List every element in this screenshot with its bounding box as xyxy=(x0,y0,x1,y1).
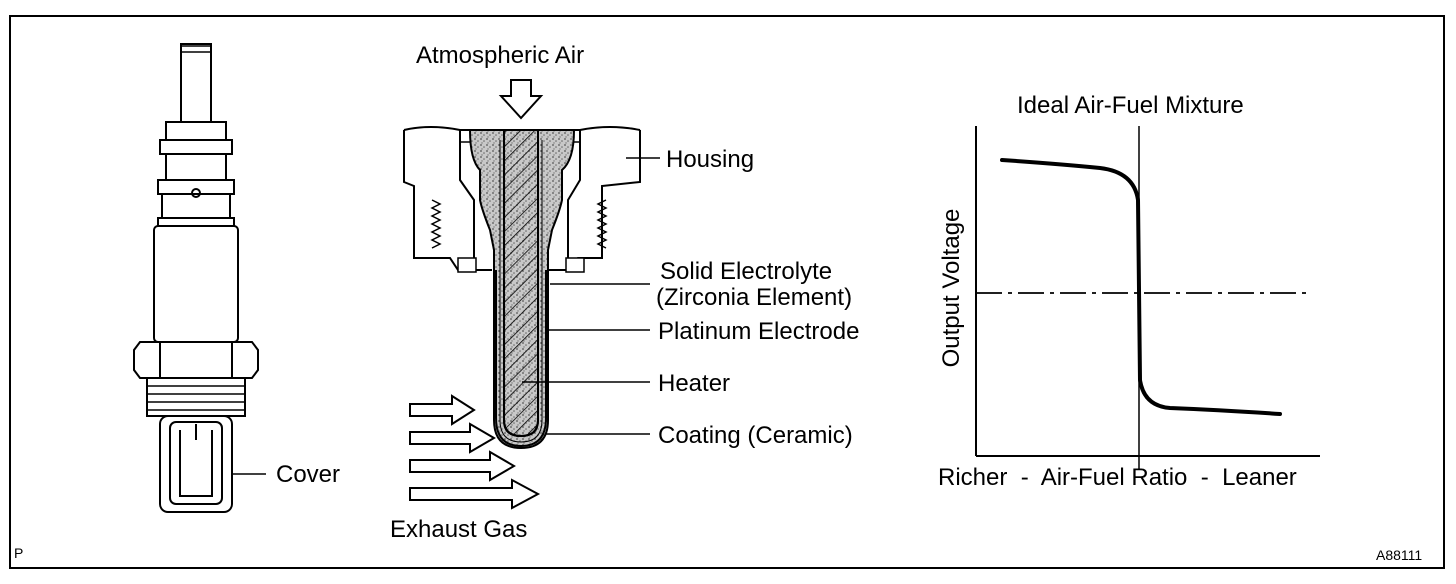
arrow-down-icon xyxy=(498,79,544,120)
zirconia-element-label: (Zirconia Element) xyxy=(656,284,853,311)
exhaust-gas-label: Exhaust Gas xyxy=(390,516,528,543)
cover-label: Cover xyxy=(276,461,341,488)
solid-electrolyte-label: Solid Electrolyte xyxy=(660,258,833,285)
atmospheric-air-label: Atmospheric Air xyxy=(416,42,585,69)
sensor-body xyxy=(133,43,259,513)
coating-label: Coating (Ceramic) xyxy=(658,422,853,449)
graph xyxy=(975,126,1320,470)
graph-y-label: Output Voltage xyxy=(938,208,965,368)
housing-label: Housing xyxy=(666,146,755,173)
arrow-right-icon xyxy=(409,394,541,510)
leader-lines xyxy=(522,157,660,435)
sensor-cross-section xyxy=(403,126,641,450)
heater-label: Heater xyxy=(658,370,731,397)
corner-left-mark: P xyxy=(14,545,24,561)
outer-border xyxy=(9,15,1445,569)
graph-title: Ideal Air-Fuel Mixture xyxy=(1017,92,1244,119)
platinum-electrode-label: Platinum Electrode xyxy=(658,318,860,345)
figure-id: A88111 xyxy=(1376,547,1423,563)
graph-x-label: Richer - Air-Fuel Ratio - Leaner xyxy=(938,464,1297,491)
voltage-curve xyxy=(1000,158,1282,416)
